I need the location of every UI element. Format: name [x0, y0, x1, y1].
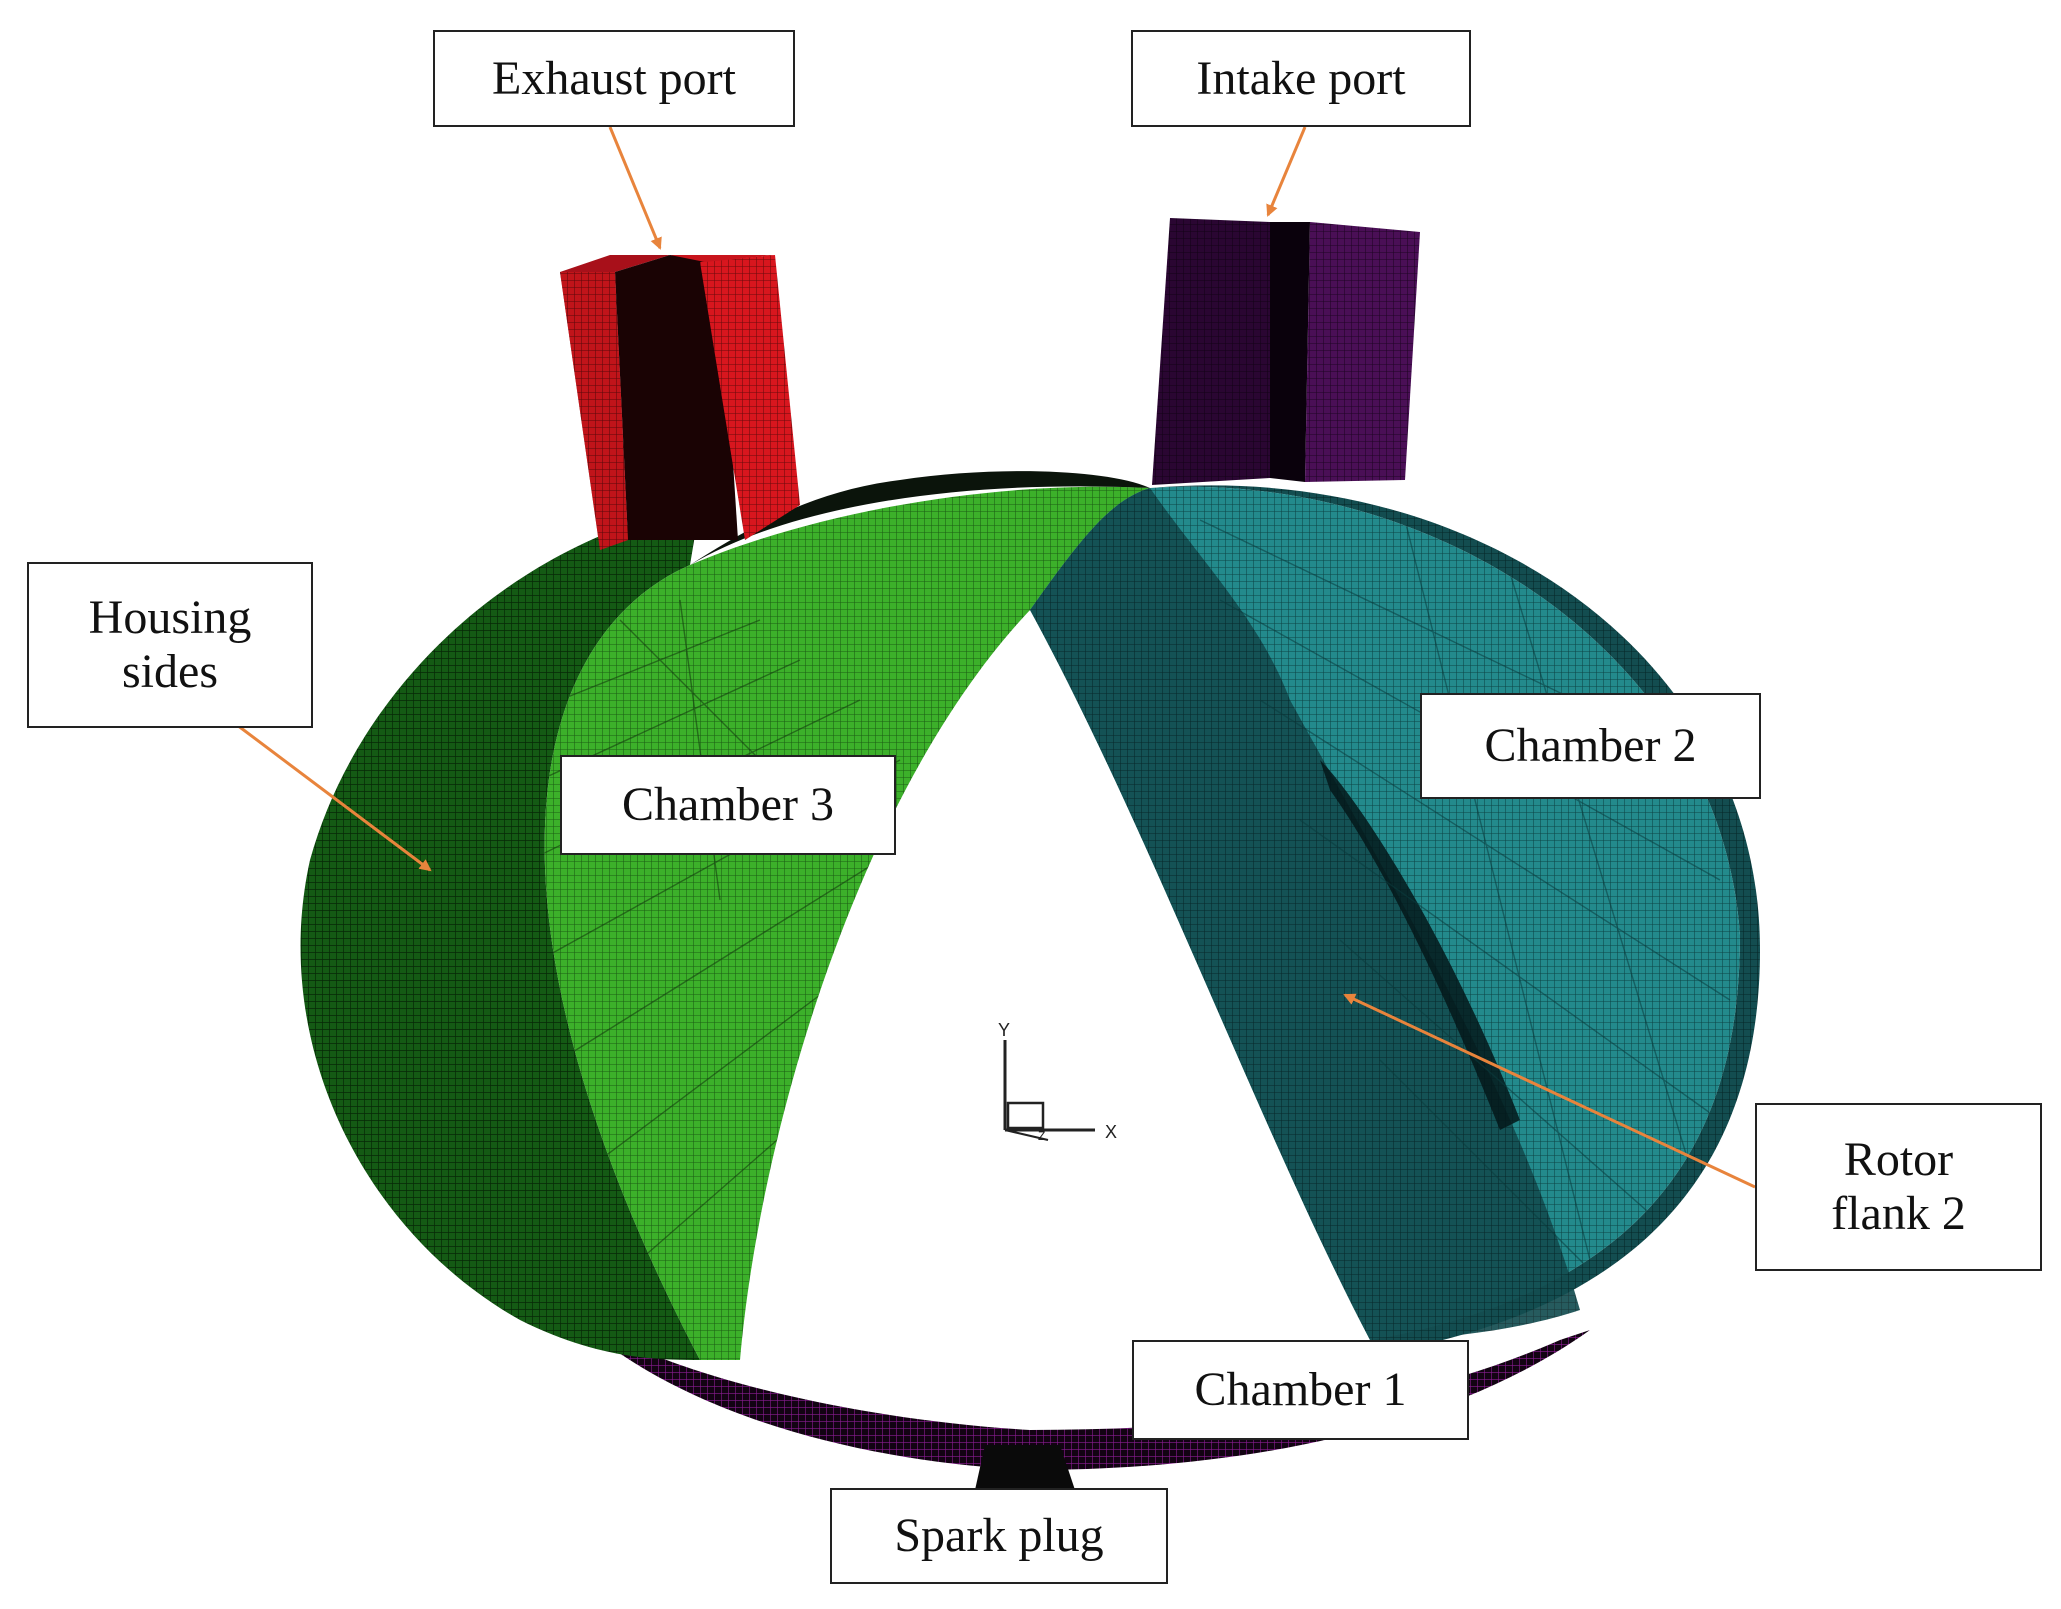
housing-sides-label: Housing sides: [27, 562, 313, 728]
axis-z-label: Z: [1038, 1129, 1045, 1143]
intake-port-arrow: [1266, 126, 1307, 217]
chamber-1-label: Chamber 1: [1132, 1340, 1469, 1440]
exhaust-port-arrow: [608, 126, 662, 250]
exhaust-port-mesh: [560, 255, 800, 550]
rotor-flank-2-label: Rotor flank 2: [1755, 1103, 2042, 1271]
housing-sides-arrow: [236, 723, 432, 872]
coordinate-triad-icon: [1003, 1040, 1095, 1141]
rotor-flank-2-arrow: [1343, 993, 1756, 1189]
chamber-3-label: Chamber 3: [560, 755, 896, 855]
exhaust-port-label: Exhaust port: [433, 30, 795, 127]
axis-x-label: X: [1105, 1122, 1117, 1142]
housing-side-left: [300, 505, 700, 1360]
rotor-flank-2-surface: [1030, 488, 1580, 1340]
housing-top-rim: [690, 471, 1150, 565]
callout-arrows: [236, 126, 1756, 1189]
rotor-flank-shadow: [1320, 760, 1520, 1130]
axis-y-label: Y: [998, 1020, 1010, 1040]
chamber-3-surface: [544, 486, 1150, 1360]
spark-plug-mesh: [975, 1445, 1075, 1490]
intake-port-label: Intake port: [1131, 30, 1471, 127]
intake-port-mesh: [1152, 218, 1420, 485]
chamber-2-label: Chamber 2: [1420, 693, 1761, 799]
spark-plug-label: Spark plug: [830, 1488, 1168, 1584]
